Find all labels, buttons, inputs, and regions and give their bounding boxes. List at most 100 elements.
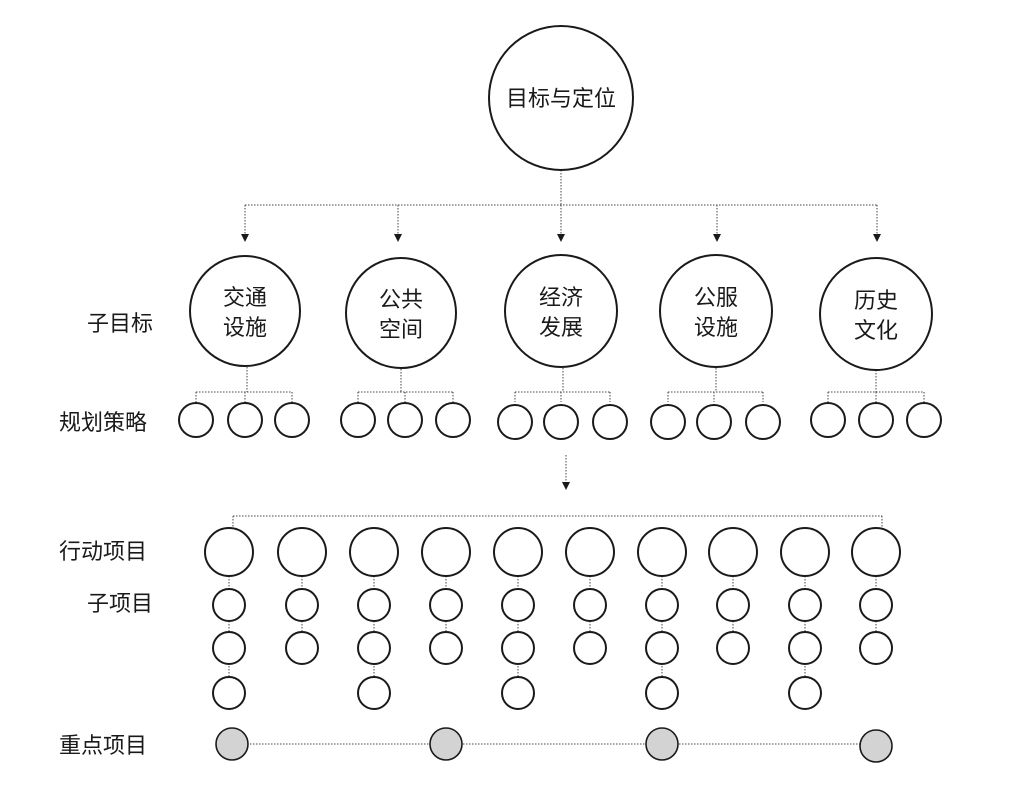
strategy-circle — [178, 402, 214, 438]
arrow-goal-4 — [713, 234, 721, 242]
sub-item-circle — [357, 631, 391, 665]
sub-goal-label-line1: 经济 — [539, 286, 583, 311]
sub-item-circle — [429, 631, 463, 665]
strategy-circle — [810, 402, 846, 438]
strategy-circle — [274, 402, 310, 438]
sub-item-circle — [645, 676, 679, 710]
sub-goal-nodes: 交通 设施 公共 空间 经济 发展 公服 设施 历史 文化 — [189, 254, 933, 371]
sub-item-circle — [859, 588, 893, 622]
strategy-circle — [696, 404, 732, 440]
sub-item-circle — [285, 588, 319, 622]
sub-goal-label-line1: 交通 — [223, 286, 267, 311]
sub-item-circle — [645, 588, 679, 622]
arrowheads — [241, 234, 881, 490]
action-column — [637, 527, 687, 710]
sub-item-circle — [357, 588, 391, 622]
sub-item-circle — [212, 676, 246, 710]
arrow-goal-2 — [394, 234, 402, 242]
action-circle — [780, 527, 830, 577]
sub-item-circle — [788, 631, 822, 665]
sub-item-circle — [573, 631, 607, 665]
action-circle — [277, 527, 327, 577]
key-item-circle — [215, 727, 249, 761]
sub-goal-label-line1: 公共 — [379, 288, 423, 313]
arrow-goal-5 — [873, 234, 881, 242]
sub-goal-label-line2: 设施 — [223, 316, 267, 341]
strategy-circle — [650, 404, 686, 440]
arrow-goal-1 — [241, 234, 249, 242]
action-circle — [493, 527, 543, 577]
sub-item-circle — [285, 631, 319, 665]
sub-item-circle — [859, 631, 893, 665]
row-label-sub-goals: 子目标 — [87, 312, 153, 337]
strategy-nodes — [178, 402, 942, 440]
sub-item-circle — [357, 676, 391, 710]
action-column — [349, 527, 399, 710]
key-item-circle — [429, 727, 463, 761]
arrow-to-actions — [562, 482, 570, 490]
strategy-circle — [340, 402, 376, 438]
root-node: 目标与定位 — [488, 25, 634, 171]
sub-item-circle — [573, 588, 607, 622]
action-column — [565, 527, 615, 665]
sub-goal-node: 公共 空间 — [345, 257, 457, 369]
action-columns — [204, 527, 901, 710]
arrow-goal-3 — [557, 234, 565, 242]
key-item-circle — [859, 729, 893, 763]
sub-goal-label-line2: 空间 — [379, 318, 423, 343]
sub-goal-circle — [345, 257, 457, 369]
connector-lines — [195, 170, 925, 745]
action-circle — [637, 527, 687, 577]
sub-goal-circle — [659, 254, 773, 368]
sub-goal-label-line2: 设施 — [694, 316, 738, 341]
strategy-circle — [745, 404, 781, 440]
sub-item-circle — [429, 588, 463, 622]
strategy-circle — [858, 402, 894, 438]
sub-goal-node: 交通 设施 — [189, 255, 301, 367]
strategy-circle — [906, 402, 942, 438]
action-column — [421, 527, 471, 665]
row-label-sub-items: 子项目 — [87, 592, 153, 617]
action-circle — [708, 527, 758, 577]
action-column — [708, 527, 758, 665]
row-label-key-items: 重点项目 — [59, 734, 147, 759]
action-column — [493, 527, 543, 710]
sub-item-circle — [212, 631, 246, 665]
action-column — [851, 527, 901, 665]
sub-goal-circle — [819, 257, 933, 371]
sub-item-circle — [501, 631, 535, 665]
sub-goal-label-line1: 公服 — [694, 286, 738, 311]
sub-goal-label-line1: 历史 — [854, 289, 898, 314]
strategy-circle — [592, 404, 628, 440]
row-label-strategies: 规划策略 — [59, 411, 147, 436]
strategy-circle — [387, 402, 423, 438]
root-label: 目标与定位 — [506, 87, 616, 112]
strategy-circle — [435, 402, 471, 438]
sub-item-circle — [212, 588, 246, 622]
sub-goal-label-line2: 发展 — [539, 316, 583, 341]
action-circle — [349, 527, 399, 577]
action-circle — [421, 527, 471, 577]
key-item-circle — [645, 727, 679, 761]
action-column — [277, 527, 327, 665]
sub-item-circle — [501, 588, 535, 622]
sub-goal-circle — [504, 254, 618, 368]
sub-item-circle — [716, 588, 750, 622]
key-item-nodes — [215, 727, 893, 763]
sub-item-circle — [788, 676, 822, 710]
action-column — [780, 527, 830, 710]
root-circle — [488, 25, 634, 171]
action-column — [204, 527, 254, 710]
strategy-circle — [543, 404, 579, 440]
sub-goal-node: 公服 设施 — [659, 254, 773, 368]
sub-item-circle — [501, 676, 535, 710]
strategy-circle — [227, 402, 263, 438]
sub-goal-node: 历史 文化 — [819, 257, 933, 371]
sub-goal-node: 经济 发展 — [504, 254, 618, 368]
sub-goal-label-line2: 文化 — [854, 319, 898, 344]
action-circle — [851, 527, 901, 577]
sub-goal-circle — [189, 255, 301, 367]
sub-item-circle — [788, 588, 822, 622]
